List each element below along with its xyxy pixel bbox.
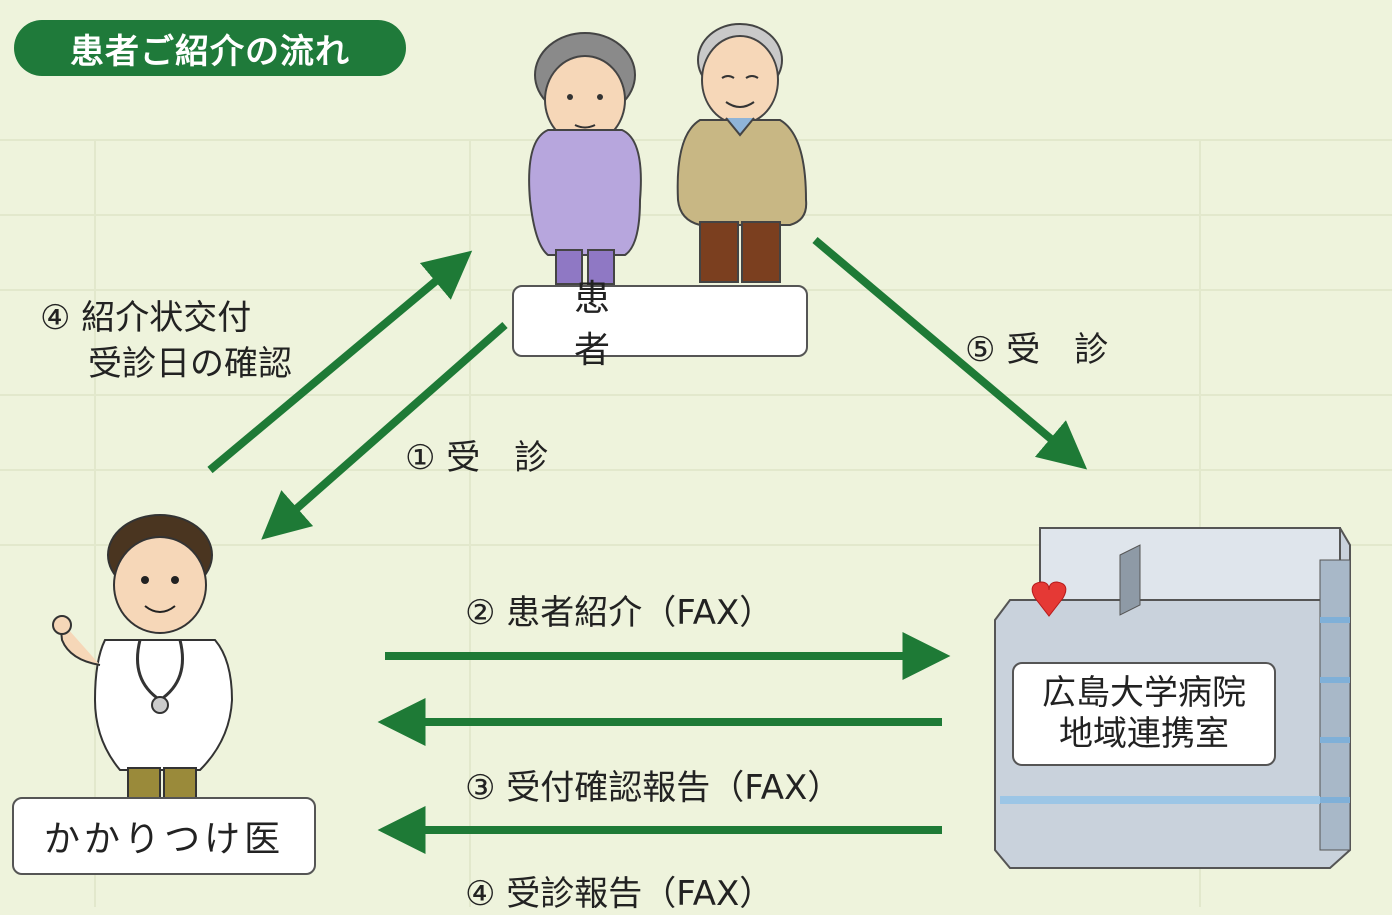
- patient-box: 患 者: [512, 278, 808, 371]
- patients-illustration-icon: [528, 23, 808, 285]
- hospital-name-label: 広島大学病院: [1042, 673, 1246, 714]
- patient-label: 患 者: [574, 278, 767, 371]
- arrow-step4-doctor-to-patient: [207, 250, 473, 474]
- page-title: 患者ご紹介の流れ: [14, 20, 406, 76]
- hospital-dept-label: 地域連携室: [1059, 714, 1229, 754]
- step4-referral-label: ④ 紹介状交付: [40, 298, 252, 338]
- step1-label: ① 受 診: [405, 438, 549, 478]
- heart-logo-icon: [1031, 581, 1067, 617]
- arrow-step1-patient-to-doctor: [261, 321, 508, 540]
- step2-label: ② 患者紹介（FAX）: [465, 593, 774, 633]
- family-doctor-box: かかりつけ医: [12, 797, 316, 875]
- arrow-step5-patient-to-hospital: [812, 236, 1088, 470]
- elderly-man-icon: [676, 23, 808, 283]
- elderly-woman-icon: [528, 32, 642, 285]
- hospital-box: 広島大学病院 地域連携室: [1012, 662, 1276, 766]
- step5-label: ⑤ 受 診: [965, 330, 1109, 370]
- step4-fax-label: ④ 受診報告（FAX）: [465, 874, 774, 914]
- step3-label: ③ 受付確認報告（FAX）: [465, 768, 842, 808]
- step4-date-label: 受診日の確認: [88, 344, 292, 384]
- family-doctor-label: かかりつけ医: [43, 819, 285, 860]
- doctor-illustration-icon: [52, 514, 234, 799]
